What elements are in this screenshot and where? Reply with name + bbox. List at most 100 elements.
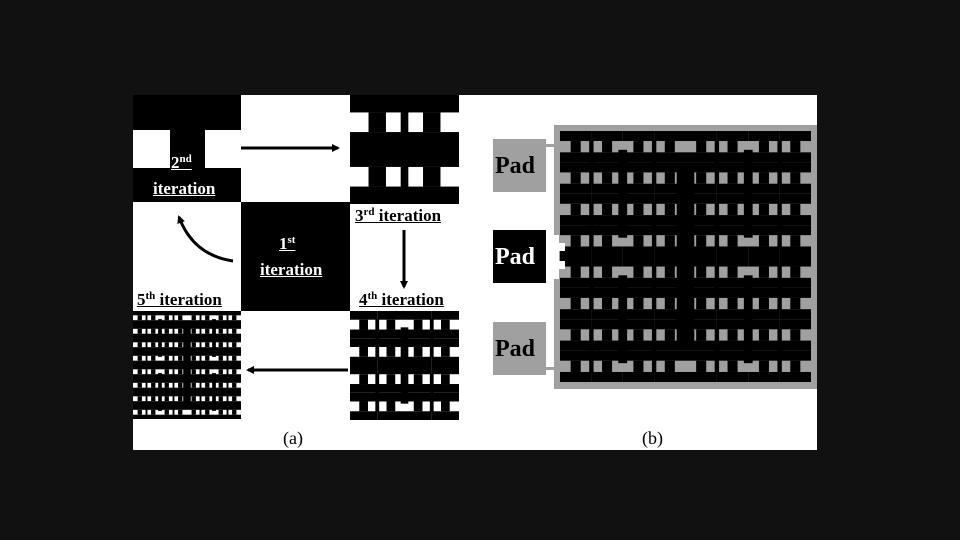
fractal-segment [591, 193, 623, 204]
fractal-segment [178, 315, 183, 321]
fractal-segment [748, 340, 780, 351]
fractal-segment [205, 409, 210, 415]
fractal-segment [200, 311, 214, 316]
fractal-segment [716, 246, 749, 257]
fractal-segment [350, 411, 378, 420]
fractal-segment [160, 311, 174, 316]
fractal-segment [227, 365, 241, 370]
iteration-2-shape [133, 95, 241, 202]
fractal-segment [716, 183, 749, 194]
fractal-segment [218, 355, 223, 361]
fractal-segment [137, 315, 142, 321]
fractal-segment [777, 203, 782, 248]
fractal-segment [160, 347, 174, 352]
fractal-segment [570, 141, 581, 153]
fractal-segment [591, 309, 623, 320]
fractal-segment [160, 338, 174, 343]
fractal-segment [790, 360, 801, 372]
label-iteration-4: 4th iteration [359, 290, 444, 309]
fractal-segment [178, 409, 183, 415]
fractal-segment [218, 369, 223, 375]
fractal-segment [758, 141, 769, 153]
fractal-segment [423, 112, 441, 133]
fractal-segment [664, 329, 675, 341]
fractal-segment [133, 401, 147, 406]
fractal-segment [200, 374, 214, 379]
fractal-segment [146, 338, 160, 343]
fractal-segment [173, 378, 187, 383]
fractal-segment [602, 203, 613, 216]
fractal-segment [654, 256, 686, 267]
fractal-segment [377, 356, 405, 366]
fractal-segment [685, 183, 717, 194]
fractal-segment [133, 414, 147, 419]
fractal-segment [359, 374, 368, 385]
fractal-segment [779, 277, 811, 288]
fractal-segment [779, 215, 811, 226]
fractal-segment [696, 266, 707, 278]
fractal-segment [232, 369, 237, 375]
fractal-segment [227, 333, 241, 338]
fractal-segment [716, 309, 749, 320]
fractal-segment [232, 315, 237, 321]
fractal-segment [151, 382, 156, 388]
fractal-segment [350, 311, 378, 320]
fractal-segment [199, 396, 202, 415]
fractal-segment [622, 256, 655, 267]
fractal-segment [743, 149, 753, 238]
fractal-segment [404, 311, 432, 320]
fractal-segment [716, 340, 749, 351]
fractal-segment [716, 371, 749, 382]
fractal-segment [368, 166, 386, 187]
fractal-segment [173, 311, 187, 316]
fractal-segment [232, 396, 237, 402]
fractal-segment [227, 311, 241, 316]
fractal-segment [591, 131, 623, 142]
fractal-segment [214, 351, 228, 356]
fractal-segment [200, 387, 214, 392]
fractal-segment [218, 409, 223, 415]
fractal-segment [716, 256, 749, 267]
fractal-segment [133, 360, 147, 365]
fractal-segment [758, 266, 769, 278]
fractal-segment [227, 347, 241, 352]
fractal-segment [164, 382, 169, 388]
fractal-segment [696, 141, 707, 153]
fractal-segment [133, 333, 147, 338]
fractal-segment [404, 95, 459, 113]
fractal-segment [727, 141, 738, 153]
fractal-segment [654, 350, 686, 361]
fractal-segment [187, 360, 201, 365]
fractal-segment [173, 387, 187, 392]
fractal-segment [685, 246, 717, 257]
fractal-segment [685, 193, 717, 204]
fractal-segment [743, 275, 753, 364]
fractal-segment [172, 369, 175, 388]
fractal-segment [173, 401, 187, 406]
fractal-segment [173, 374, 187, 379]
fractal-segment [664, 235, 675, 247]
fractal-segment [602, 329, 613, 341]
fractal-segment [748, 350, 780, 361]
fractal-segment [727, 172, 738, 184]
fractal-segment [696, 203, 707, 216]
fractal-segment [227, 401, 241, 406]
fractal-segment [212, 373, 216, 411]
fractal-segment [160, 351, 174, 356]
fractal-segment [633, 266, 644, 278]
fractal-segment [748, 162, 780, 173]
fractal-segment [137, 328, 142, 334]
fractal-segment [232, 342, 237, 348]
fractal-segment [160, 405, 174, 410]
fractal-segment [431, 329, 459, 339]
fractal-segment [133, 324, 147, 329]
fractal-segment [200, 401, 214, 406]
fractal-segment [622, 340, 655, 351]
fractal-segment [413, 401, 423, 412]
fractal-segment [779, 246, 811, 257]
fractal-segment [164, 396, 169, 402]
fractal-segment [377, 338, 405, 347]
fractal-segment [654, 183, 686, 194]
fractal-segment [654, 152, 686, 163]
fractal-segment [429, 319, 434, 358]
